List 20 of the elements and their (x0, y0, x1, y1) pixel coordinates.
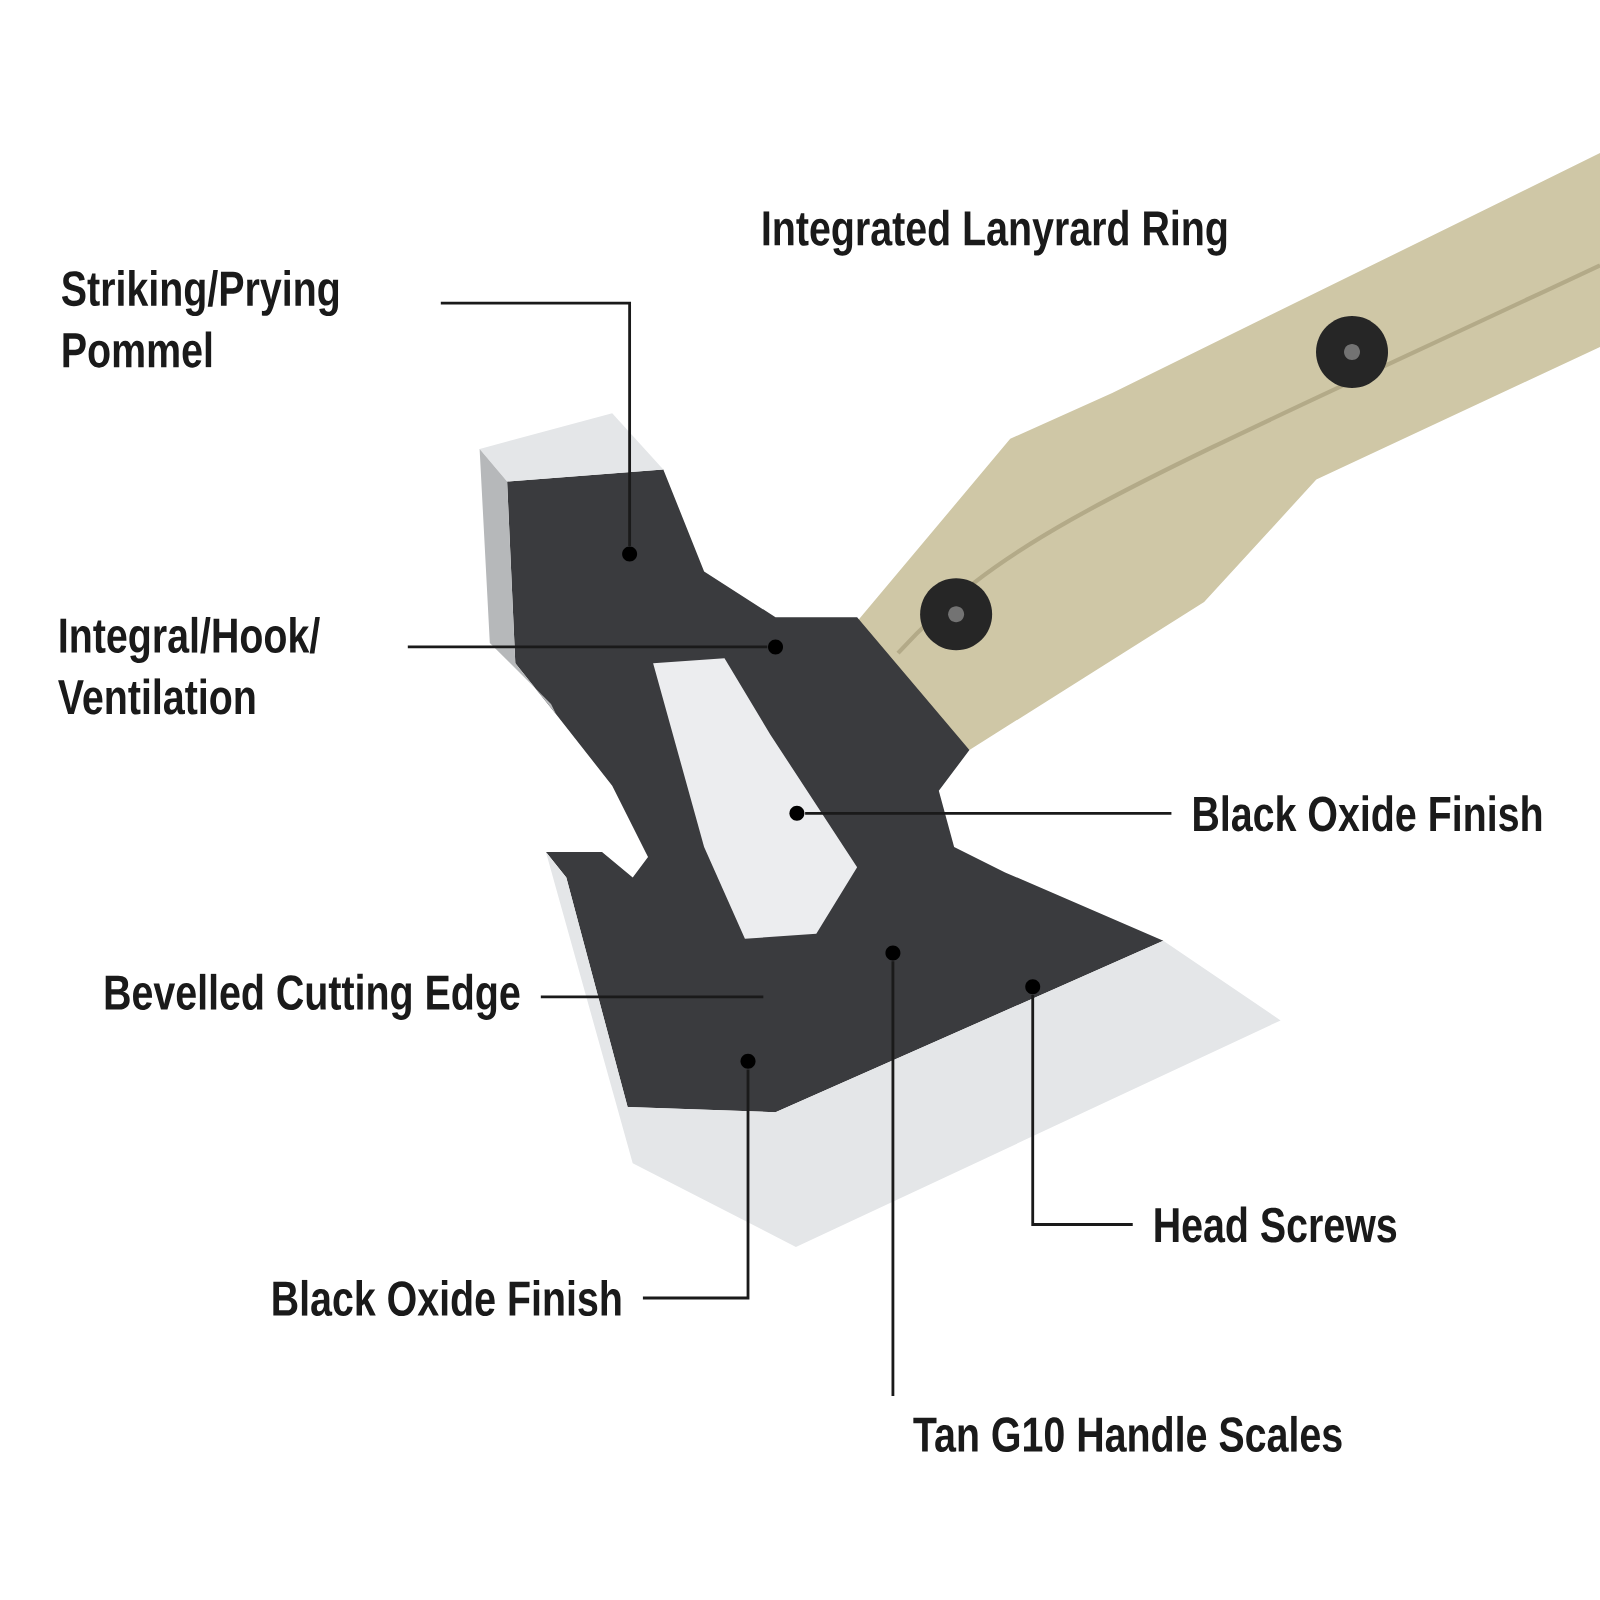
leader-line (1031, 994, 1133, 1226)
callout-label: Head Screws (1155, 1206, 1397, 1243)
leader-line (407, 645, 768, 649)
callout-label: Striking/Prying Pommel (61, 270, 339, 368)
callout-label: Tan G10 Handle Scales (913, 1415, 1342, 1453)
callout-dot (622, 546, 638, 562)
callout-label: Integral/Hook/ Ventilation (58, 616, 320, 715)
callout-dot (768, 639, 783, 655)
callout-dot (740, 1053, 756, 1069)
leader-line (642, 1069, 750, 1300)
callout-dot (885, 945, 901, 961)
callout-label: Integrated Lanyrard Ring (763, 209, 1227, 256)
callout-label: Black Oxide Finish (1194, 795, 1542, 832)
leader-line (540, 995, 764, 999)
leader-line (440, 301, 632, 546)
callout-dot (1025, 979, 1041, 995)
callout-dot (789, 805, 805, 821)
leader-line (891, 961, 895, 1396)
callout-label: Bevelled Cutting Edge (105, 973, 520, 1020)
callout-label: Black Oxide Finish (273, 1279, 621, 1317)
